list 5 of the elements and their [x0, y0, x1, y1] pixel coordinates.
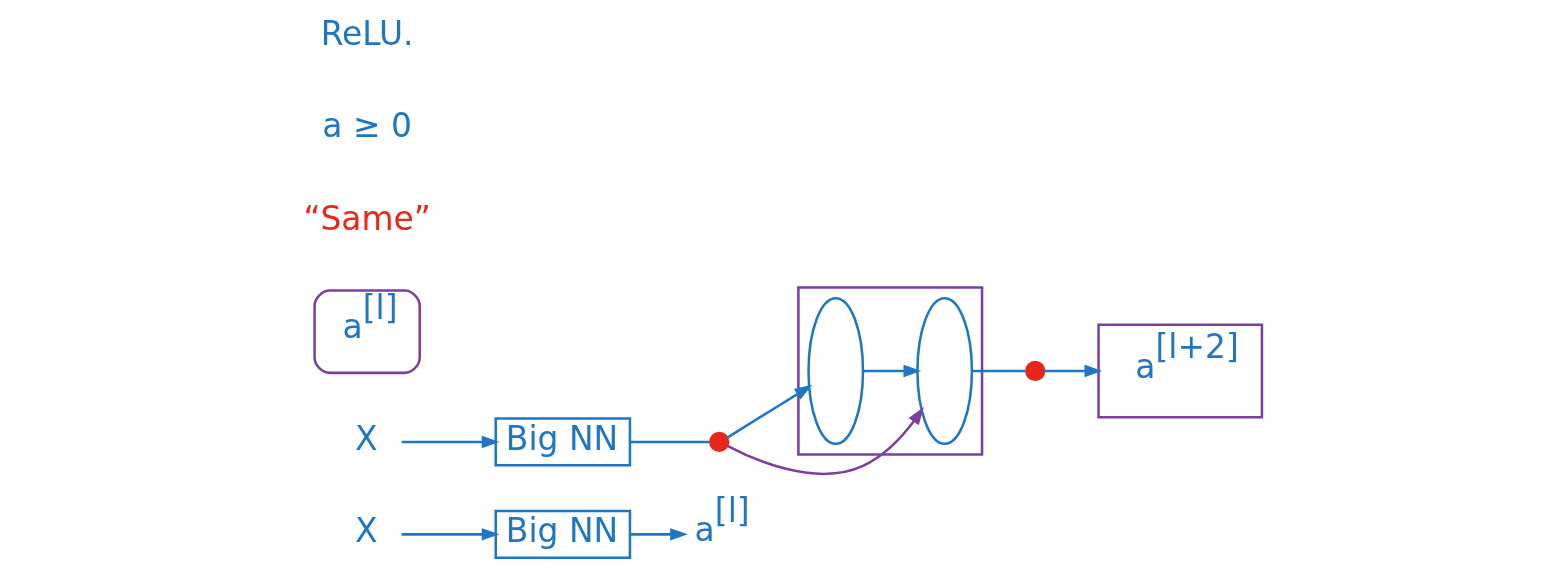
label: a ≥ 0 [321, 106, 412, 146]
node-text: X [354, 418, 378, 458]
node-text: X [354, 511, 378, 551]
label: “Same” [302, 198, 431, 238]
label: ReLU. [320, 13, 414, 53]
